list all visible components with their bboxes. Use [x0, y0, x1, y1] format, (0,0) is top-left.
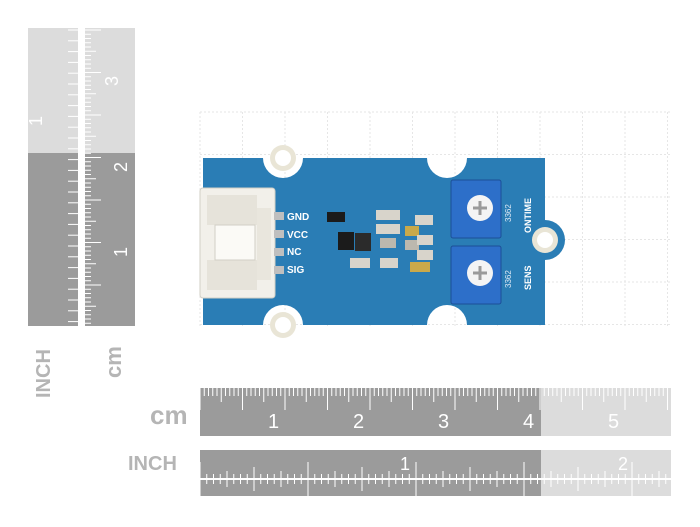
- label-sens: SENS: [523, 265, 533, 290]
- vruler-inch-label-3: 3: [102, 76, 122, 86]
- pot-code-top: 3362: [504, 204, 513, 222]
- hruler-cm-label-1: 1: [268, 411, 279, 433]
- smd-components: [327, 210, 433, 272]
- grove-board: GND VCC NC SIG 3362 3362 ONTIME SENS: [199, 145, 565, 338]
- label-ontime: ONTIME: [523, 198, 533, 233]
- pin-label-sig: SIG: [287, 265, 304, 276]
- hruler-cm-label-5: 5: [608, 411, 619, 433]
- pin-label-vcc: VCC: [287, 230, 308, 241]
- hruler-cm-unit: cm: [150, 400, 188, 430]
- hruler-inch-label-1: 1: [400, 454, 410, 474]
- potentiometer-ontime: [450, 179, 502, 239]
- hruler-cm-label-2: 2: [353, 411, 364, 433]
- hruler-inch-unit: INCH: [128, 453, 177, 475]
- pin-label-nc: NC: [287, 247, 301, 258]
- grove-connector: [199, 187, 284, 299]
- horizontal-ruler: cm 1 2 3 4 5 INCH 1 2: [128, 388, 671, 496]
- vruler-cm-label-1: 1: [111, 247, 131, 257]
- vruler-cm-label-2: 2: [111, 162, 131, 172]
- vruler-inch-unit: INCH: [33, 349, 55, 398]
- pin-label-gnd: GND: [287, 212, 309, 223]
- potentiometer-sens: [450, 245, 502, 305]
- vruler-cm-unit: cm: [101, 346, 126, 378]
- vertical-ruler: 1 3 2 1 INCH cm: [26, 28, 135, 398]
- hruler-inch-label-2: 2: [618, 454, 628, 474]
- hruler-cm-label-4: 4: [523, 411, 534, 433]
- pot-code-bottom: 3362: [504, 270, 513, 288]
- vruler-inch-top-label: 1: [26, 116, 46, 126]
- hruler-cm-label-3: 3: [438, 411, 449, 433]
